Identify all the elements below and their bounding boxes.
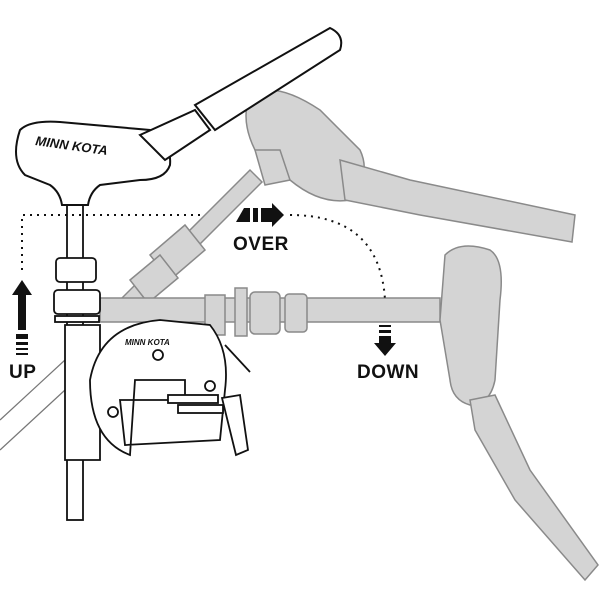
- svg-text:MINN KOTA: MINN KOTA: [125, 338, 170, 347]
- ghost-motor-over: [118, 89, 576, 314]
- over-label: OVER: [233, 234, 289, 255]
- motor-head: MINN KOTA: [15, 26, 343, 206]
- ghost-motor-down: [99, 245, 599, 582]
- arrow-up-icon: [12, 280, 32, 355]
- mount-bracket: MINN KOTA: [64, 319, 251, 461]
- up-label: UP: [9, 362, 37, 383]
- arrow-right-icon: [236, 203, 284, 227]
- down-label: DOWN: [357, 362, 420, 383]
- arrow-down-icon: [374, 325, 396, 356]
- boat-edge: [0, 359, 66, 451]
